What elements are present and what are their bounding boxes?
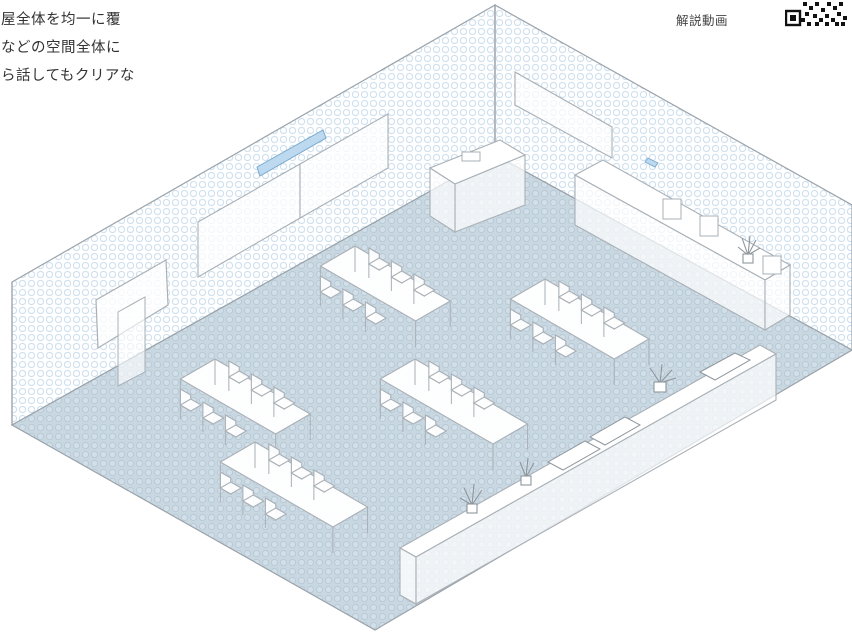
chair	[224, 424, 248, 438]
chair	[250, 383, 274, 397]
chair	[602, 316, 626, 330]
chair	[450, 383, 474, 397]
chair	[554, 344, 578, 358]
podium-desk	[429, 166, 456, 234]
chair	[241, 494, 265, 508]
chair	[319, 285, 343, 299]
speaker-bar-icon	[256, 129, 327, 177]
whiteboard	[514, 71, 613, 159]
podium-device	[461, 151, 481, 162]
chair	[367, 257, 391, 271]
chair	[201, 411, 225, 425]
storage-box	[662, 198, 682, 220]
chair	[412, 283, 436, 297]
meeting-tables	[179, 245, 651, 553]
chair	[580, 303, 604, 317]
description-line: から話してもクリアな	[0, 68, 135, 84]
chair	[401, 411, 425, 425]
front-counter	[399, 547, 417, 605]
chair	[531, 331, 555, 345]
ceiling-mic-icon	[644, 157, 659, 168]
description-text: 部屋全体を均一に覆 室などの空間全体に から話してもクリアな	[0, 6, 200, 90]
chair	[427, 370, 451, 384]
chair	[227, 370, 251, 384]
display-stand	[117, 296, 146, 387]
chair	[557, 290, 581, 304]
qr-code-icon[interactable]	[785, 0, 847, 28]
chair	[272, 396, 296, 410]
chair	[312, 479, 336, 493]
chair	[424, 424, 448, 438]
chair	[267, 453, 291, 467]
plant-icon	[737, 235, 761, 264]
plant-icon	[459, 363, 677, 514]
chair	[264, 507, 288, 521]
description-line: 部屋全体を均一に覆	[0, 12, 121, 28]
chair	[509, 318, 533, 332]
video-link[interactable]: 解説動画	[676, 13, 729, 28]
storage-box	[762, 255, 782, 275]
chair	[219, 481, 243, 495]
chair	[290, 466, 314, 480]
chair	[472, 396, 496, 410]
storage-box	[699, 215, 719, 237]
chair	[341, 298, 365, 312]
cabinet	[764, 264, 791, 331]
front-counter	[415, 353, 777, 605]
storage-box	[546, 352, 752, 471]
chair	[379, 398, 403, 412]
whiteboard	[299, 113, 389, 219]
chair	[364, 311, 388, 325]
chair	[179, 398, 203, 412]
chair	[390, 270, 414, 284]
description-line: 室などの空間全体に	[0, 40, 121, 56]
